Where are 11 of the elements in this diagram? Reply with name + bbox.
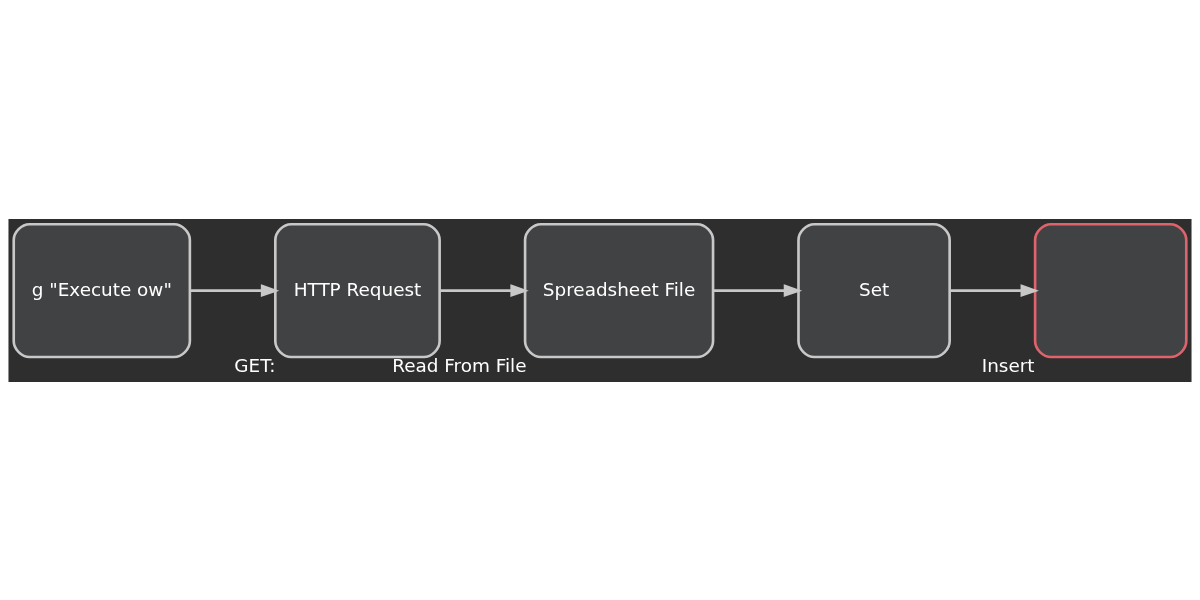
node-box <box>1033 222 1188 358</box>
node-label: GET: <box>234 354 276 376</box>
arrow <box>439 283 529 297</box>
arrow <box>713 283 803 297</box>
node-label: Insert <box>981 354 1035 376</box>
node-box: Set <box>797 222 951 358</box>
node-box: g "Execute ow" <box>12 222 192 358</box>
arrow <box>190 283 280 297</box>
arrow <box>950 283 1039 297</box>
node-box: HTTP Request <box>274 222 441 358</box>
node-box: Spreadsheet File <box>523 222 715 358</box>
